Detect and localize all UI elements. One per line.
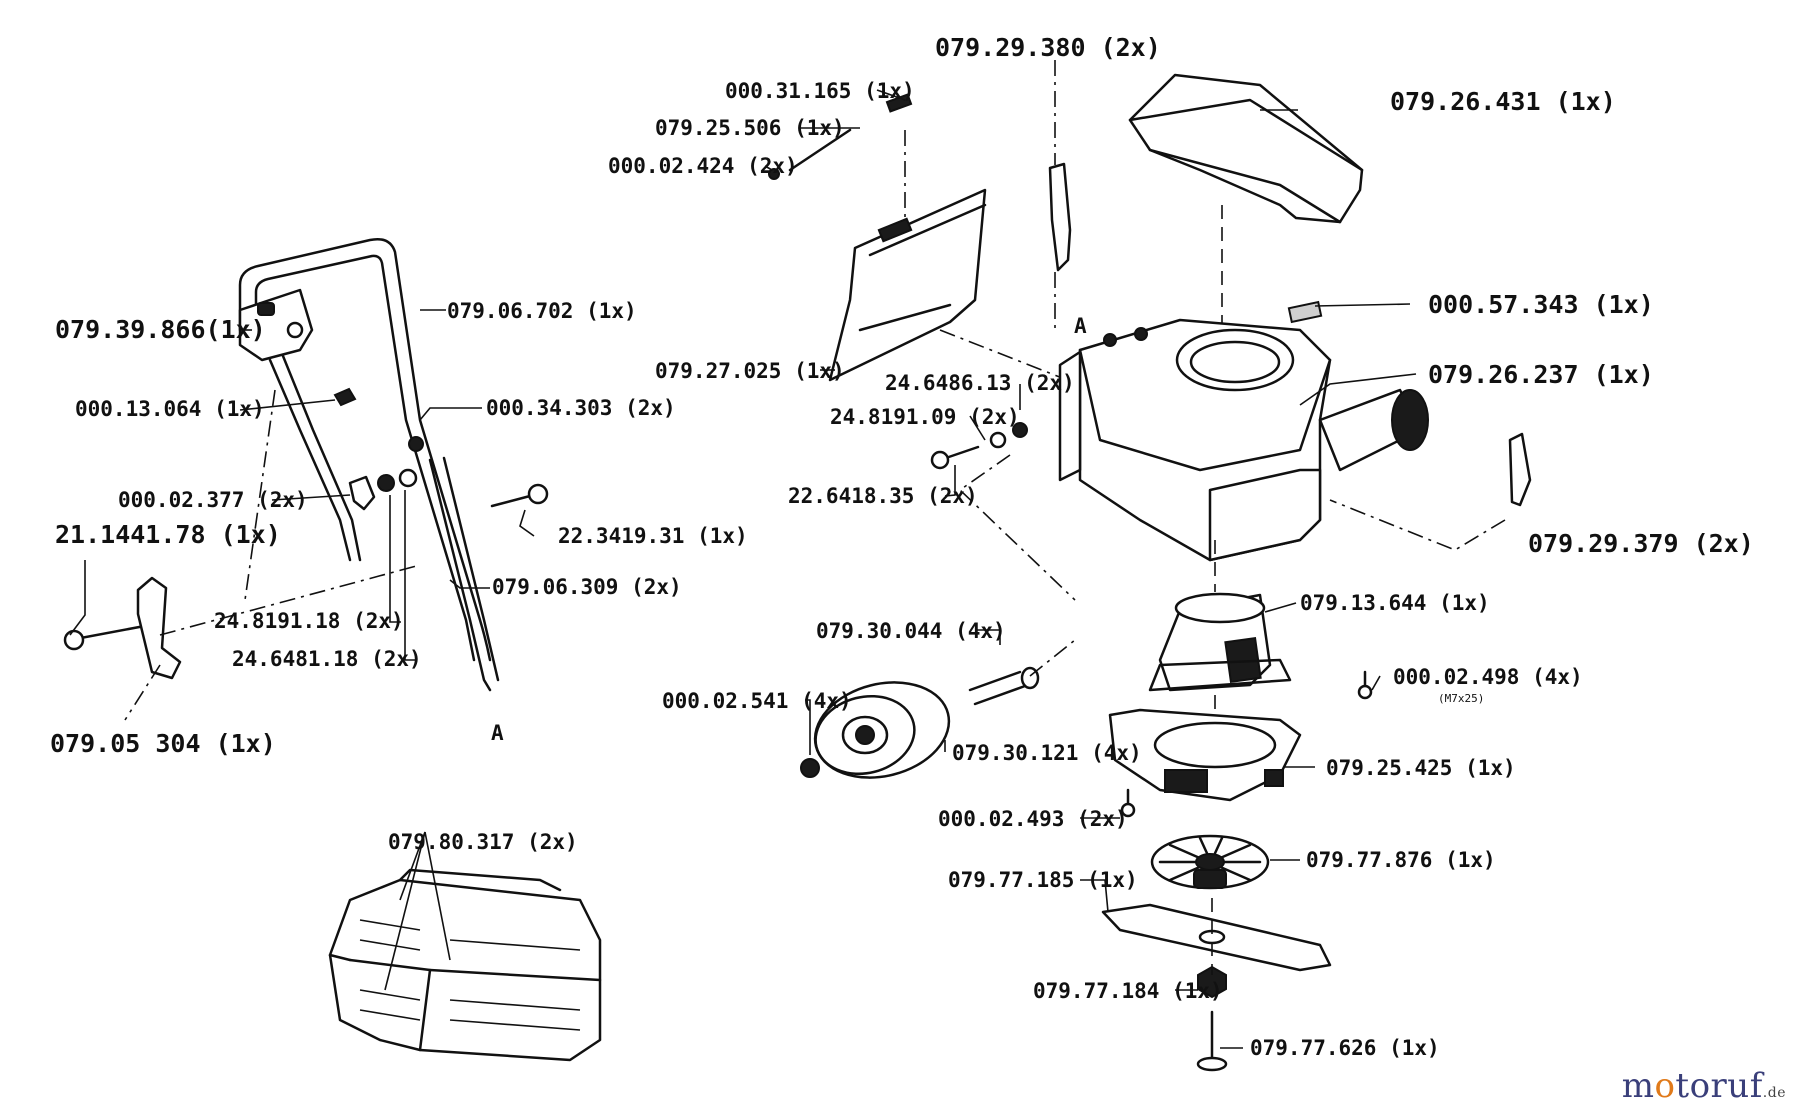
label-079-05-304: 079.05 304 (1x) — [50, 729, 276, 758]
label-000-02-541: 000.02.541 (4x) — [662, 689, 852, 713]
part-labels: 079.29.380 (2x) 000.31.165 (1x) 079.25.5… — [50, 33, 1754, 1060]
rear-flap — [768, 93, 1081, 386]
label-22-6418-35: 22.6418.35 (2x) — [788, 484, 978, 508]
label-079-29-380: 079.29.380 (2x) — [935, 33, 1161, 62]
blade — [1101, 903, 1332, 972]
motor — [1148, 540, 1373, 740]
label-079-06-702: 079.06.702 (1x) — [447, 299, 637, 323]
label-000-02-493: 000.02.493 (2x) — [938, 807, 1128, 831]
marker-a-handle: A — [491, 721, 504, 745]
label-079-80-317: 079.80.317 (2x) — [388, 830, 578, 854]
mower-deck — [930, 60, 1532, 601]
wheel — [800, 639, 1076, 779]
label-079-27-025: 079.27.025 (1x) — [655, 359, 845, 383]
label-21-1441-78: 21.1441.78 (1x) — [55, 520, 281, 549]
label-000-02-498: 000.02.498 (4x) — [1393, 665, 1583, 689]
label-079-30-044: 079.30.044 (4x) — [816, 619, 1006, 643]
label-079-26-237: 079.26.237 (1x) — [1428, 360, 1654, 389]
motor-hood — [1128, 73, 1364, 340]
label-079-06-309: 079.06.309 (2x) — [492, 575, 682, 599]
label-000-57-343: 000.57.343 (1x) — [1428, 290, 1654, 319]
label-079-77-184: 079.77.184 (1x) — [1033, 979, 1223, 1003]
fan — [1150, 834, 1270, 890]
label-079-77-876: 079.77.876 (1x) — [1306, 848, 1496, 872]
label-079-77-185: 079.77.185 (1x) — [948, 868, 1138, 892]
motoruf-logo: motoruf.de — [1621, 1066, 1786, 1106]
label-22-3419-31: 22.3419.31 (1x) — [558, 524, 748, 548]
label-000-02-424: 000.02.424 (2x) — [608, 154, 798, 178]
handle-assembly — [63, 238, 549, 721]
blade-fasteners — [1196, 898, 1228, 1072]
label-079-77-626: 079.77.626 (1x) — [1250, 1036, 1440, 1060]
label-000-13-064: 000.13.064 (1x) — [75, 397, 265, 421]
label-079-26-431: 079.26.431 (1x) — [1390, 87, 1616, 116]
label-079-25-506: 079.25.506 (1x) — [655, 116, 845, 140]
label-000-02-498-note: (M7x25) — [1438, 692, 1484, 705]
label-24-8191-18: 24.8191.18 (2x) — [214, 609, 404, 633]
label-000-02-377: 000.02.377 (2x) — [118, 488, 308, 512]
label-24-6481-18: 24.6481.18 (2x) — [232, 647, 422, 671]
label-079-39-866: 079.39.866(1x) — [55, 315, 266, 344]
label-24-6486-13: 24.6486.13 (2x) — [885, 371, 1075, 395]
label-079-13-644: 079.13.644 (1x) — [1300, 591, 1490, 615]
label-079-30-121: 079.30.121 (4x) — [952, 741, 1142, 765]
label-000-31-165: 000.31.165 (1x) — [725, 79, 915, 103]
label-079-25-425: 079.25.425 (1x) — [1326, 756, 1516, 780]
label-079-29-379: 079.29.379 (2x) — [1528, 529, 1754, 558]
marker-a-deck: A — [1074, 314, 1087, 338]
blade-housing — [1108, 708, 1302, 818]
grass-box — [328, 831, 602, 1062]
leader-lines — [69, 89, 1417, 1049]
label-000-34-303: 000.34.303 (2x) — [486, 396, 676, 420]
label-24-8191-09: 24.8191.09 (2x) — [830, 405, 1020, 429]
